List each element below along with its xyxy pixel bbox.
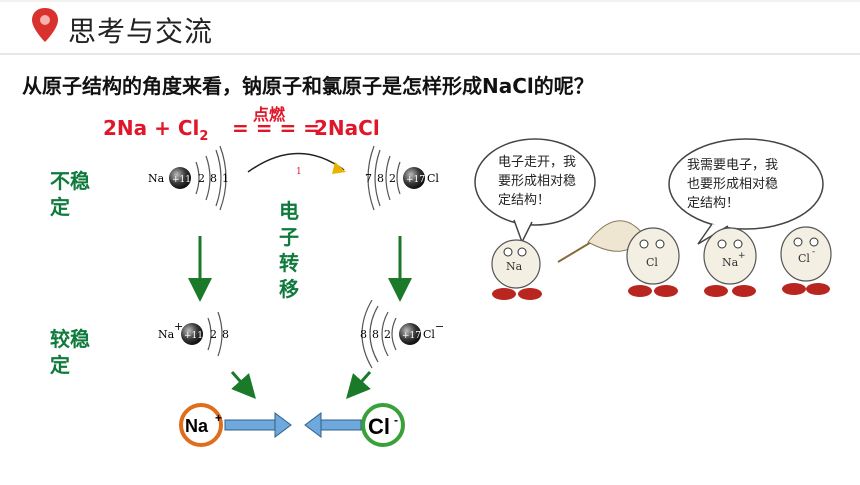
ion-attraction: Na + Cl - xyxy=(179,403,405,447)
cl-shell-3: 2 xyxy=(389,172,396,185)
bubble-left-text: 电子走开，我 要形成相对稳 定结构！ xyxy=(498,153,576,210)
na-ion-charge-after: + xyxy=(174,320,183,333)
equation-reactants: 2Na + Cl xyxy=(103,116,200,140)
cl-atom-before: 7 8 2 +17 Cl xyxy=(365,145,439,211)
na-ion-label: Na xyxy=(185,416,209,436)
character-na-1: Na xyxy=(491,239,542,300)
label-unstable: 不稳 定 xyxy=(50,168,90,220)
bubble-right-line2: 也要形成相对稳 xyxy=(687,177,779,192)
label-unstable-line1: 不稳 xyxy=(50,169,90,193)
label-stable-line1: 较稳 xyxy=(50,327,90,351)
na-ion-circle xyxy=(179,403,223,447)
speech-bubble-left-tail xyxy=(513,219,533,244)
cl-shell-2: 8 xyxy=(377,172,384,185)
label-transfer-3: 转 xyxy=(279,251,299,275)
cl-charge-before: +17 xyxy=(406,175,425,185)
equation-product: 2NaCl xyxy=(314,116,380,140)
reaction-condition: 点燃 xyxy=(253,105,286,124)
cl-symbol-after: Cl xyxy=(423,328,435,341)
na-atom-before: Na +11 2 8 1 xyxy=(148,145,229,211)
character-na-2: Na + xyxy=(703,227,757,297)
na-nucleus-charge-after: +11 xyxy=(184,331,203,341)
cl-nucleus-charge-after: +17 xyxy=(402,331,421,341)
na-diag-arrow xyxy=(230,371,256,399)
na-shell-3: 1 xyxy=(222,172,229,185)
cl-ion-circle xyxy=(361,403,405,447)
transfer-curve xyxy=(247,152,345,173)
character-cl-2: Cl - xyxy=(780,226,832,295)
bubble-right-line1: 我需要电子，我 xyxy=(687,158,779,173)
cl-shell-1: 7 xyxy=(365,172,372,185)
label-unstable-line2: 定 xyxy=(50,195,70,219)
label-transfer-1: 电 xyxy=(279,199,299,223)
bubble-left-line3: 定结构！ xyxy=(498,193,551,208)
bubble-left-line2: 要形成相对稳 xyxy=(498,174,577,189)
na-ion-arrow-head xyxy=(274,412,292,438)
cl-symbol-before: Cl xyxy=(427,172,439,185)
question-text: 从原子结构的角度来看，钠原子和氯原子是怎样形成NaCl的呢？ xyxy=(22,74,594,98)
cl-ion-label: Cl xyxy=(368,414,390,439)
na-ion-arrow-shaft xyxy=(224,419,276,431)
na-ion-sup: + xyxy=(215,411,222,425)
transfer-arrowhead xyxy=(332,162,346,174)
cl-after-shell-2: 8 xyxy=(372,328,379,341)
transfer-electron-label: 1 xyxy=(296,167,302,177)
equation-subscript: 2 xyxy=(199,129,209,144)
cl-ion-arrow-head xyxy=(304,412,322,438)
cl-diag-arrow xyxy=(346,371,372,399)
bubble-right-line3: 定结构！ xyxy=(687,196,740,211)
location-pin-icon xyxy=(32,8,58,42)
cl-ion-charge-after: − xyxy=(435,320,444,333)
character-cl-2-charge: - xyxy=(812,247,815,257)
character-na-2-label: Na xyxy=(722,256,739,269)
cl-after-shell-1: 8 xyxy=(360,328,367,341)
na-after-shell-1: 2 xyxy=(210,328,217,341)
label-transfer-2: 子 xyxy=(279,225,299,249)
equation-equals: = = = = xyxy=(232,116,320,140)
atom-diagram: Na +11 2 8 1 1 7 8 2 +17 Cl Na + +11 2 xyxy=(148,145,444,399)
na-symbol-after: Na xyxy=(158,328,175,341)
na-nucleus-before xyxy=(169,167,191,189)
cl-nucleus-before xyxy=(403,167,425,189)
character-cl-1-label: Cl xyxy=(646,256,658,269)
na-atom-after: Na + +11 2 8 xyxy=(158,311,229,357)
character-na-1-label: Na xyxy=(506,260,523,273)
character-na-2-charge: + xyxy=(738,251,746,261)
character-cl-2-label: Cl xyxy=(798,252,810,265)
character-cl-1: Cl xyxy=(626,227,680,297)
cartoon-illustration: Na Cl Na + Cl - xyxy=(474,138,832,300)
na-shell-2: 8 xyxy=(210,172,217,185)
equation-left: 2Na + Cl2 xyxy=(103,116,208,144)
label-transfer-4: 移 xyxy=(279,277,299,301)
speech-bubble-right xyxy=(668,138,824,230)
cl-ion-arrow-shaft xyxy=(320,419,362,431)
header-rule xyxy=(0,0,860,55)
na-charge-before: +11 xyxy=(172,175,191,185)
label-electron-transfer: 电 子 转 移 xyxy=(279,198,299,302)
na-symbol-before: Na xyxy=(148,172,165,185)
na-after-shell-2: 8 xyxy=(222,328,229,341)
bubble-left-line1: 电子走开，我 xyxy=(498,155,577,170)
cl-after-shell-3: 2 xyxy=(384,328,391,341)
speech-bubble-left xyxy=(474,138,596,226)
na-nucleus-after xyxy=(181,323,203,345)
section-title: 思考与交流 xyxy=(68,15,214,48)
label-stable-line2: 定 xyxy=(50,353,70,377)
bubble-right-text: 我需要电子，我 也要形成相对稳 定结构！ xyxy=(687,156,778,213)
label-more-stable: 较稳 定 xyxy=(50,326,90,378)
cl-ion-sup: - xyxy=(394,413,398,427)
cl-atom-after: 8 8 2 +17 Cl − xyxy=(360,299,444,369)
na-shell-1: 2 xyxy=(198,172,205,185)
cl-nucleus-after xyxy=(399,323,421,345)
